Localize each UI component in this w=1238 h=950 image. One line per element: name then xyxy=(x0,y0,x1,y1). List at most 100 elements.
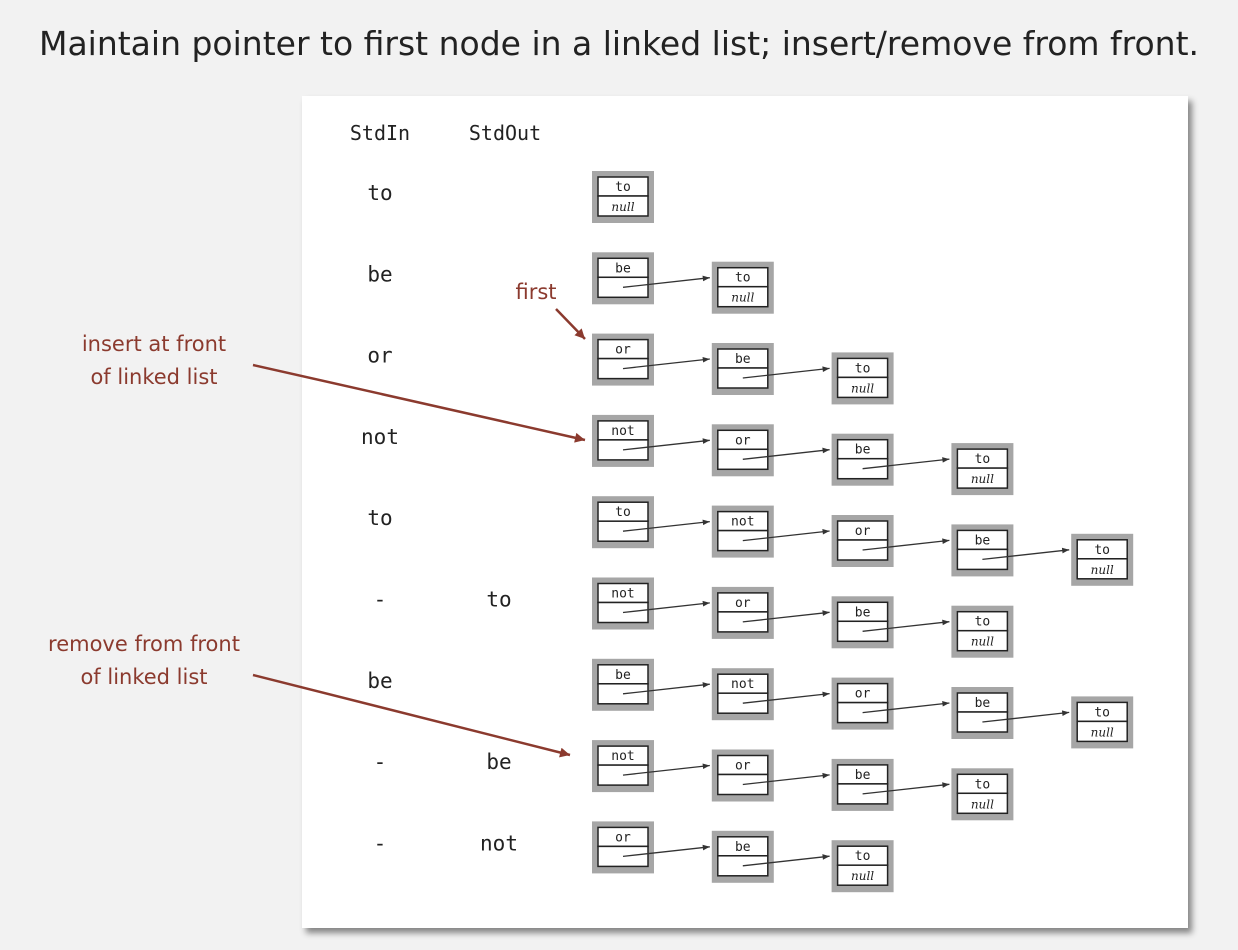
next-pointer-arrow xyxy=(862,700,950,714)
node-item-label: be xyxy=(975,533,991,548)
list-node: to null xyxy=(592,171,654,223)
node-next-cell xyxy=(956,792,1009,815)
node-item-label: be xyxy=(735,352,751,367)
null-label: null xyxy=(851,381,874,395)
next-pointer-arrow xyxy=(622,275,710,288)
list-node: be xyxy=(711,830,830,883)
list-node: be xyxy=(831,758,950,811)
next-pointer-arrow xyxy=(622,682,710,695)
node-item-label: be xyxy=(735,840,751,855)
list-node: or xyxy=(711,749,830,802)
list-node: to null xyxy=(1071,696,1134,749)
node-item-label: to xyxy=(735,271,751,286)
next-pointer-arrow xyxy=(742,772,830,786)
stdin-value: to xyxy=(367,506,392,530)
node-item-label: or xyxy=(735,433,751,448)
remove-note-arrow xyxy=(252,673,571,758)
node-next-cell xyxy=(956,629,1009,652)
node-item-label: to xyxy=(615,180,631,195)
next-pointer-arrow xyxy=(862,538,950,551)
node-item-label: or xyxy=(855,687,871,702)
null-label: null xyxy=(1091,725,1114,739)
next-pointer-arrow xyxy=(982,547,1070,561)
list-node: to xyxy=(592,496,710,549)
list-node: not xyxy=(592,577,710,630)
node-item-label: not xyxy=(731,515,754,530)
list-node: or xyxy=(711,424,830,477)
stdin-value: be xyxy=(367,669,392,693)
node-item-label: or xyxy=(615,830,631,845)
insert-note-line-2: of linked list xyxy=(90,365,217,389)
list-node: or xyxy=(592,333,710,386)
node-item-label: to xyxy=(1094,705,1110,720)
list-node: to null xyxy=(711,261,774,314)
next-pointer-arrow xyxy=(742,610,830,623)
null-label: null xyxy=(971,472,994,486)
list-node: or xyxy=(592,821,710,874)
node-item-label: or xyxy=(735,759,751,774)
list-node: or xyxy=(711,586,830,639)
next-pointer-arrow xyxy=(742,528,830,542)
list-node: be xyxy=(831,596,950,649)
stack-row: or or be to null xyxy=(367,333,894,405)
null-label: null xyxy=(1091,563,1114,577)
node-next-cell xyxy=(956,467,1009,489)
null-label: null xyxy=(731,291,754,305)
node-item-label: to xyxy=(855,361,871,376)
stdin-value: or xyxy=(367,344,392,368)
next-pointer-arrow xyxy=(622,438,710,451)
node-item-label: be xyxy=(855,605,871,620)
stack-row: to to null xyxy=(367,171,654,223)
null-label: null xyxy=(971,635,994,649)
list-node: to null xyxy=(831,352,894,405)
stdin-value: - xyxy=(374,588,387,612)
node-next-cell xyxy=(717,285,769,308)
list-node: or xyxy=(831,677,950,730)
list-node: be xyxy=(951,524,1070,577)
stdin-value: - xyxy=(374,750,387,774)
stdin-value: to xyxy=(367,181,392,205)
list-node: be xyxy=(831,433,950,486)
next-pointer-arrow xyxy=(862,782,950,795)
remove-note-line-2: of linked list xyxy=(80,665,207,689)
stdin-value: - xyxy=(374,831,387,855)
node-next-cell xyxy=(597,195,649,217)
first-pointer-arrow xyxy=(555,308,586,340)
stdin-value: not xyxy=(361,425,399,449)
remove-note-line-1: remove from front xyxy=(48,632,240,656)
node-item-label: or xyxy=(855,524,871,539)
list-node: not xyxy=(592,740,710,793)
list-node: be xyxy=(951,687,1070,739)
null-label: null xyxy=(611,200,634,214)
stdout-value: be xyxy=(486,750,511,774)
next-pointer-arrow xyxy=(622,356,710,370)
insert-note-arrow xyxy=(252,363,586,443)
list-node: not xyxy=(592,414,710,467)
list-node: be xyxy=(592,658,710,711)
next-pointer-arrow xyxy=(622,600,710,614)
list-node: not xyxy=(711,505,830,558)
list-node: not xyxy=(711,668,830,721)
next-pointer-arrow xyxy=(862,619,950,632)
next-pointer-arrow xyxy=(622,519,710,532)
stdin-value: be xyxy=(367,262,392,286)
next-pointer-arrow xyxy=(742,691,830,704)
next-pointer-arrow xyxy=(982,710,1070,723)
node-item-label: or xyxy=(735,596,751,611)
next-pointer-arrow xyxy=(742,854,830,867)
page-title: Maintain pointer to first node in a link… xyxy=(38,24,1200,63)
node-item-label: to xyxy=(1094,543,1110,558)
node-next-cell xyxy=(836,864,889,886)
node-item-label: be xyxy=(855,768,871,783)
node-item-label: to xyxy=(975,777,991,792)
node-item-label: to xyxy=(975,615,991,630)
node-item-label: be xyxy=(615,668,631,683)
